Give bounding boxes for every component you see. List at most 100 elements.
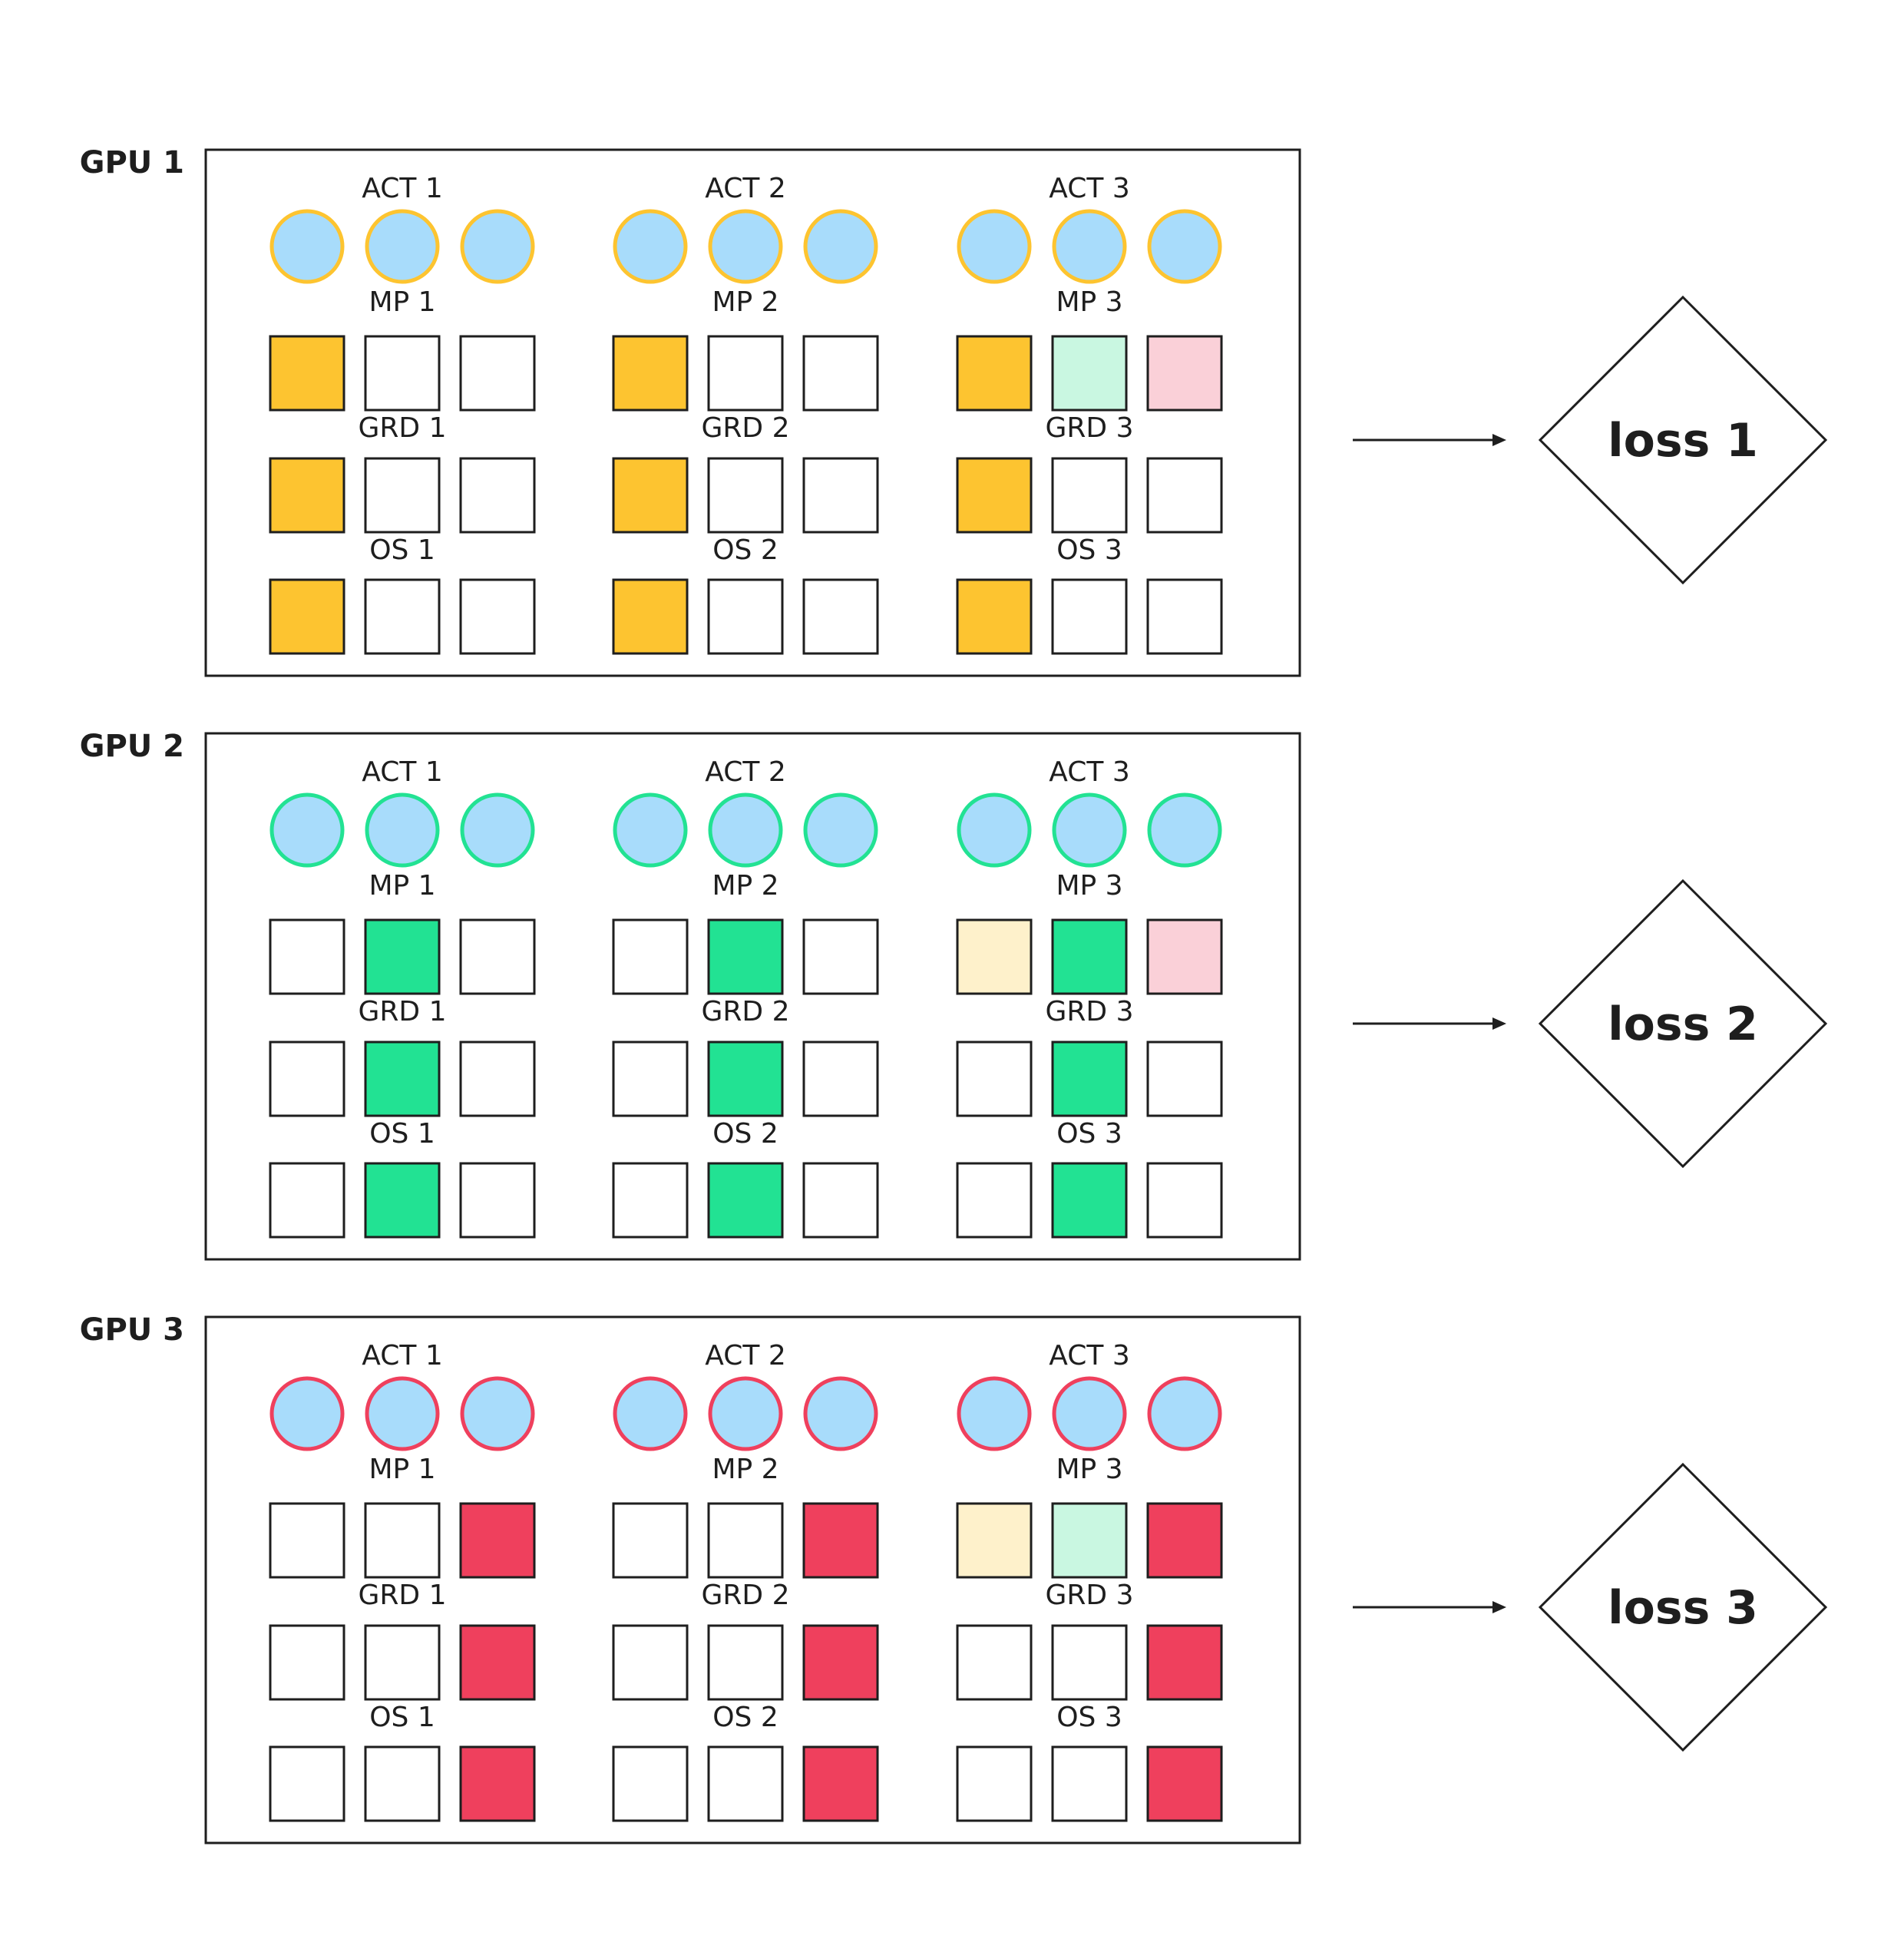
mp-cell xyxy=(364,335,441,412)
gpu-label: GPU 3 xyxy=(80,1312,184,1348)
mp-cell xyxy=(459,335,536,412)
act-label: ACT 1 xyxy=(362,1340,442,1371)
activation-circle xyxy=(365,792,440,868)
activation-circle xyxy=(613,792,688,868)
mp-cell xyxy=(802,335,879,412)
act-label: ACT 2 xyxy=(705,756,785,788)
os-cell xyxy=(1146,578,1223,655)
act-label: ACT 3 xyxy=(1049,756,1129,788)
activation-circle xyxy=(269,1376,345,1451)
grd-cell xyxy=(364,457,441,534)
os-cell xyxy=(956,1745,1033,1822)
activation-circle xyxy=(460,1376,535,1451)
mp-cell xyxy=(269,1502,345,1579)
grd-cell xyxy=(956,1041,1033,1117)
grd-cell xyxy=(269,457,345,534)
mp-cell xyxy=(1051,335,1128,412)
grd-label: GRD 2 xyxy=(702,1580,790,1611)
activation-circle xyxy=(269,792,345,868)
activation-circle xyxy=(1147,792,1222,868)
mp-cell xyxy=(956,918,1033,995)
grd-cell xyxy=(612,457,689,534)
os-cell xyxy=(269,578,345,655)
act-label: ACT 2 xyxy=(705,173,785,204)
activation-circle xyxy=(803,792,878,868)
act-label: ACT 2 xyxy=(705,1340,785,1371)
activation-circle xyxy=(365,209,440,284)
os-label: OS 3 xyxy=(1056,534,1122,566)
os-label: OS 1 xyxy=(369,1702,435,1733)
activation-circle xyxy=(957,209,1032,284)
grd-cell xyxy=(269,1041,345,1117)
loss-diamond xyxy=(1538,295,1828,585)
os-label: OS 1 xyxy=(369,534,435,566)
mp-cell xyxy=(269,335,345,412)
mp-cell xyxy=(612,1502,689,1579)
grd-cell xyxy=(956,457,1033,534)
os-cell xyxy=(459,578,536,655)
gpu-label: GPU 2 xyxy=(80,729,184,764)
os-label: OS 2 xyxy=(712,534,778,566)
grd-cell xyxy=(1146,1624,1223,1701)
act-label: ACT 1 xyxy=(362,756,442,788)
grd-cell xyxy=(459,1041,536,1117)
os-cell xyxy=(364,578,441,655)
activation-circle xyxy=(708,792,783,868)
grd-cell xyxy=(1146,1041,1223,1117)
mp-label: MP 2 xyxy=(712,1454,778,1485)
os-cell xyxy=(802,1162,879,1239)
mp-cell xyxy=(707,335,784,412)
grd-cell xyxy=(802,457,879,534)
grd-label: GRD 2 xyxy=(702,412,790,444)
activation-circle xyxy=(460,792,535,868)
mp-cell xyxy=(1146,335,1223,412)
os-cell xyxy=(364,1162,441,1239)
activation-circle xyxy=(957,1376,1032,1451)
activation-circle xyxy=(1052,1376,1127,1451)
mp-label: MP 3 xyxy=(1056,286,1122,318)
os-cell xyxy=(459,1162,536,1239)
activation-circle xyxy=(1052,792,1127,868)
mp-label: MP 3 xyxy=(1056,870,1122,902)
os-cell xyxy=(612,1745,689,1822)
grd-cell xyxy=(364,1041,441,1117)
activation-circle xyxy=(708,209,783,284)
os-cell xyxy=(612,1162,689,1239)
grd-cell xyxy=(707,1041,784,1117)
grd-label: GRD 3 xyxy=(1046,412,1134,444)
loss-diamond xyxy=(1538,878,1828,1169)
mp-cell xyxy=(459,1502,536,1579)
arrow-head-icon xyxy=(1492,1017,1506,1030)
os-cell xyxy=(612,578,689,655)
mp-label: MP 2 xyxy=(712,286,778,318)
mp-cell xyxy=(956,335,1033,412)
act-label: ACT 1 xyxy=(362,173,442,204)
mp-cell xyxy=(612,918,689,995)
mp-label: MP 1 xyxy=(369,1454,435,1485)
activation-circle xyxy=(1147,1376,1222,1451)
os-cell xyxy=(956,578,1033,655)
grd-label: GRD 1 xyxy=(359,412,447,444)
loss-diamond xyxy=(1538,1462,1828,1752)
activation-circle xyxy=(803,209,878,284)
mp-cell xyxy=(364,918,441,995)
os-cell xyxy=(1051,1745,1128,1822)
mp-cell xyxy=(364,1502,441,1579)
grd-label: GRD 3 xyxy=(1046,1580,1134,1611)
mp-label: MP 2 xyxy=(712,870,778,902)
activation-circle xyxy=(613,209,688,284)
mp-cell xyxy=(707,918,784,995)
gpu-label: GPU 1 xyxy=(80,145,184,180)
mp-cell xyxy=(956,1502,1033,1579)
os-cell xyxy=(802,578,879,655)
arrow-head-icon xyxy=(1492,434,1506,446)
os-label: OS 3 xyxy=(1056,1702,1122,1733)
activation-circle xyxy=(708,1376,783,1451)
loss-label: loss 2 xyxy=(1608,998,1758,1051)
loss-label: loss 3 xyxy=(1608,1581,1758,1635)
act-label: ACT 3 xyxy=(1049,173,1129,204)
mp-cell xyxy=(802,918,879,995)
